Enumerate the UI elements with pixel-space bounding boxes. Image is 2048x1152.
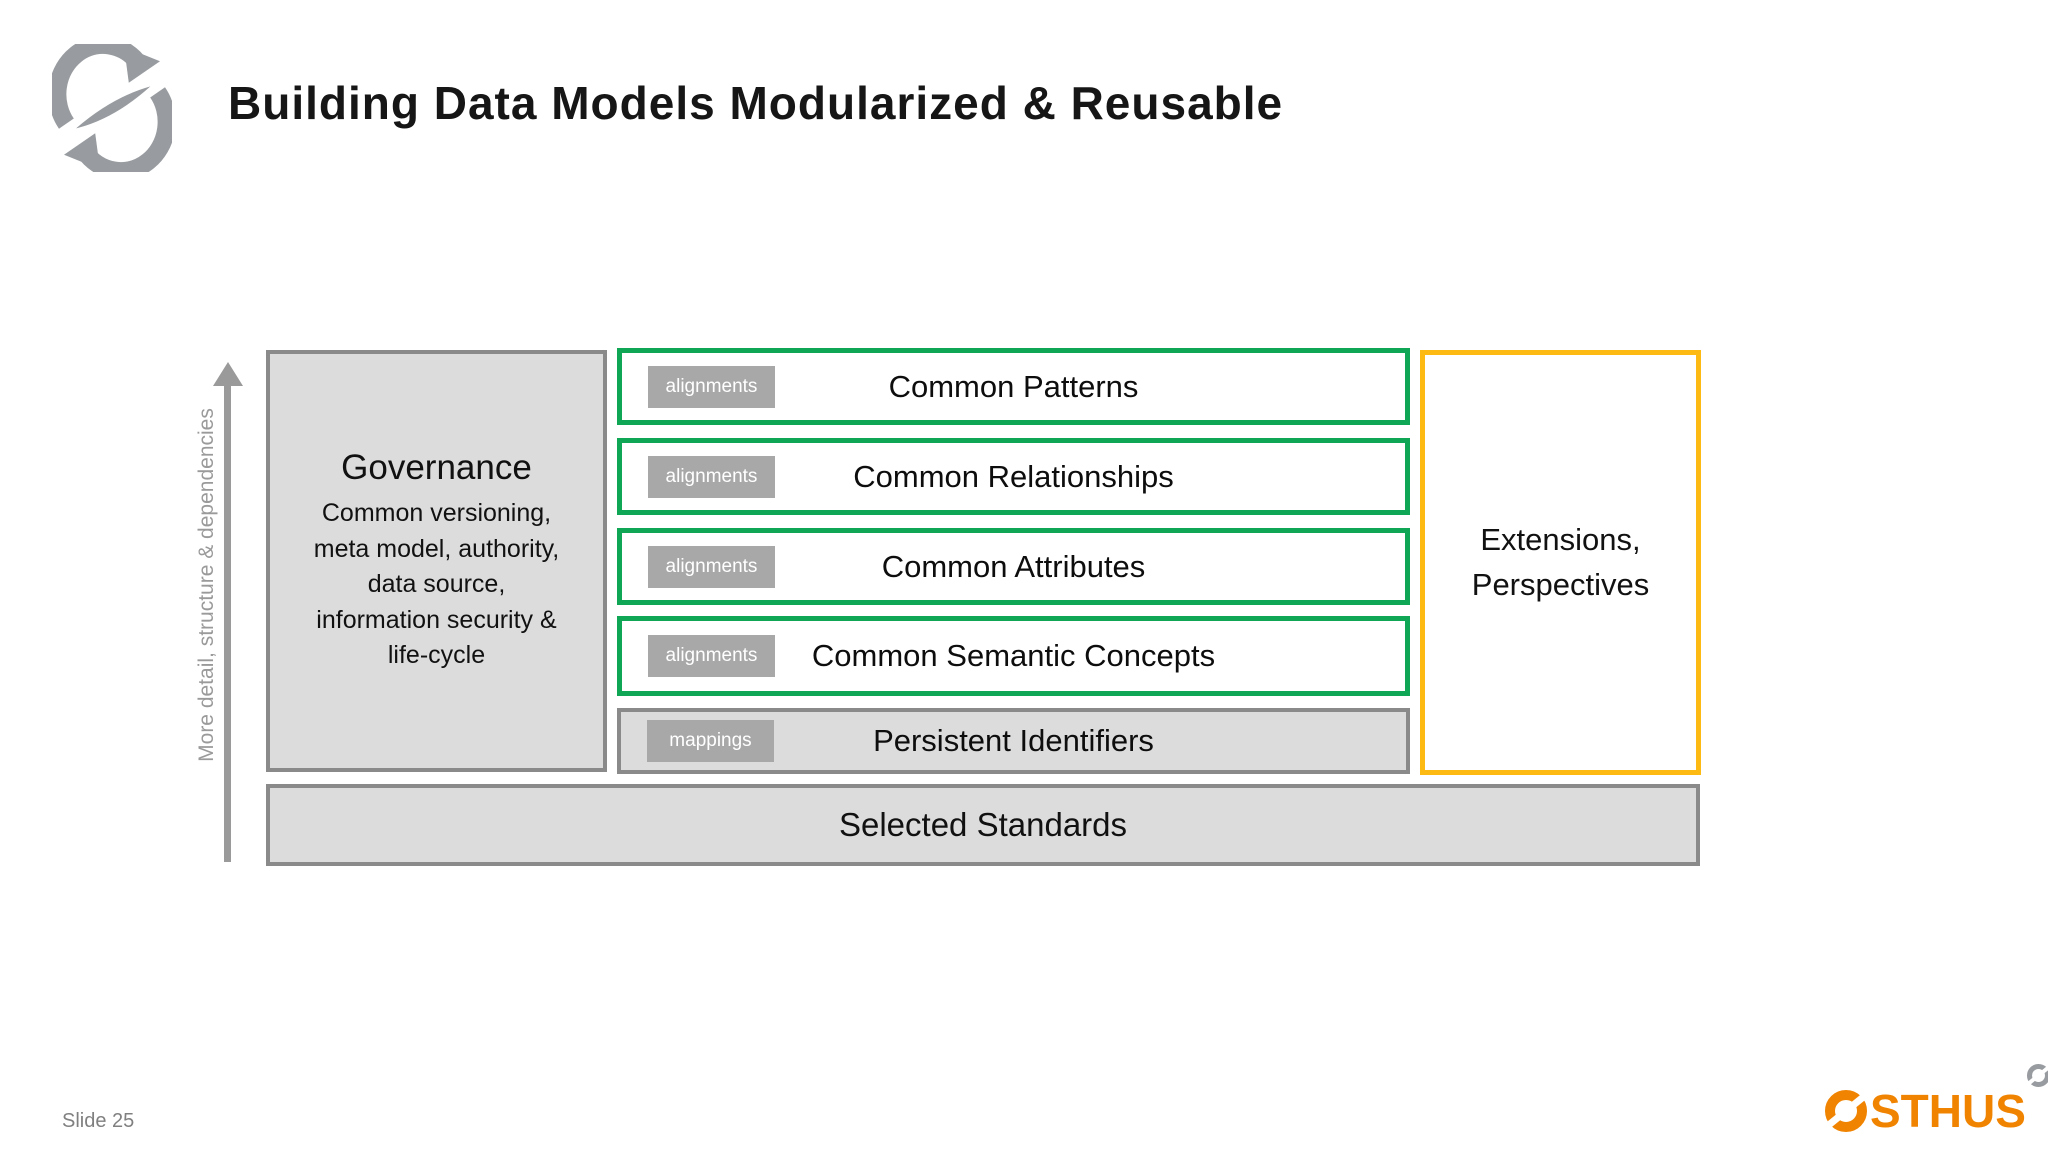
governance-box: Governance Common versioning, meta model… (266, 350, 607, 772)
alignments-tag: alignments (648, 455, 775, 498)
selected-standards-bar: Selected Standards (266, 784, 1700, 866)
layer-label: Common Semantic Concepts (811, 638, 1216, 673)
layer-label: Common Patterns (888, 368, 1139, 404)
extensions-perspectives-box: Extensions, Perspectives (1420, 350, 1701, 775)
alignments-tag: alignments (648, 365, 775, 408)
sync-arrows-logo-icon (52, 44, 172, 172)
selected-standards-label: Selected Standards (838, 806, 1128, 843)
layer-common-attributes: alignments Common Attributes (617, 528, 1410, 605)
layer-common-semantic-concepts: alignments Common Semantic Concepts (617, 616, 1410, 696)
axis-arrow-line (224, 383, 231, 862)
layer-common-patterns: alignments Common Patterns (617, 348, 1410, 425)
brand-wordmark: STHUS (1870, 1085, 2026, 1137)
axis-arrowhead-icon (213, 362, 243, 386)
layer-persistent-identifiers: mappings Persistent Identifiers (617, 708, 1410, 774)
layer-label: Persistent Identifiers (873, 723, 1154, 758)
layer-label: Common Attributes (881, 548, 1146, 584)
governance-title: Governance (341, 448, 532, 488)
brand-logo: STHUS (1822, 1063, 2048, 1138)
slide-number: Slide 25 (62, 1110, 135, 1132)
alignments-tag: alignments (648, 545, 775, 588)
alignments-tag: alignments (648, 635, 775, 677)
mappings-tag: mappings (647, 720, 774, 762)
extensions-label: Extensions, Perspectives (1471, 521, 1650, 602)
page-title: Building Data Models Modularized & Reusa… (228, 77, 1284, 129)
brand-mini-sync-arrows-icon (2025, 1063, 2048, 1088)
layer-common-relationships: alignments Common Relationships (617, 438, 1410, 515)
axis-label: More detail, structure & dependencies (195, 408, 218, 762)
governance-body: Common versioning, meta model, authority… (313, 499, 560, 670)
layer-label: Common Relationships (853, 458, 1174, 494)
brand-o-circular-arrows-icon (1822, 1090, 1870, 1132)
